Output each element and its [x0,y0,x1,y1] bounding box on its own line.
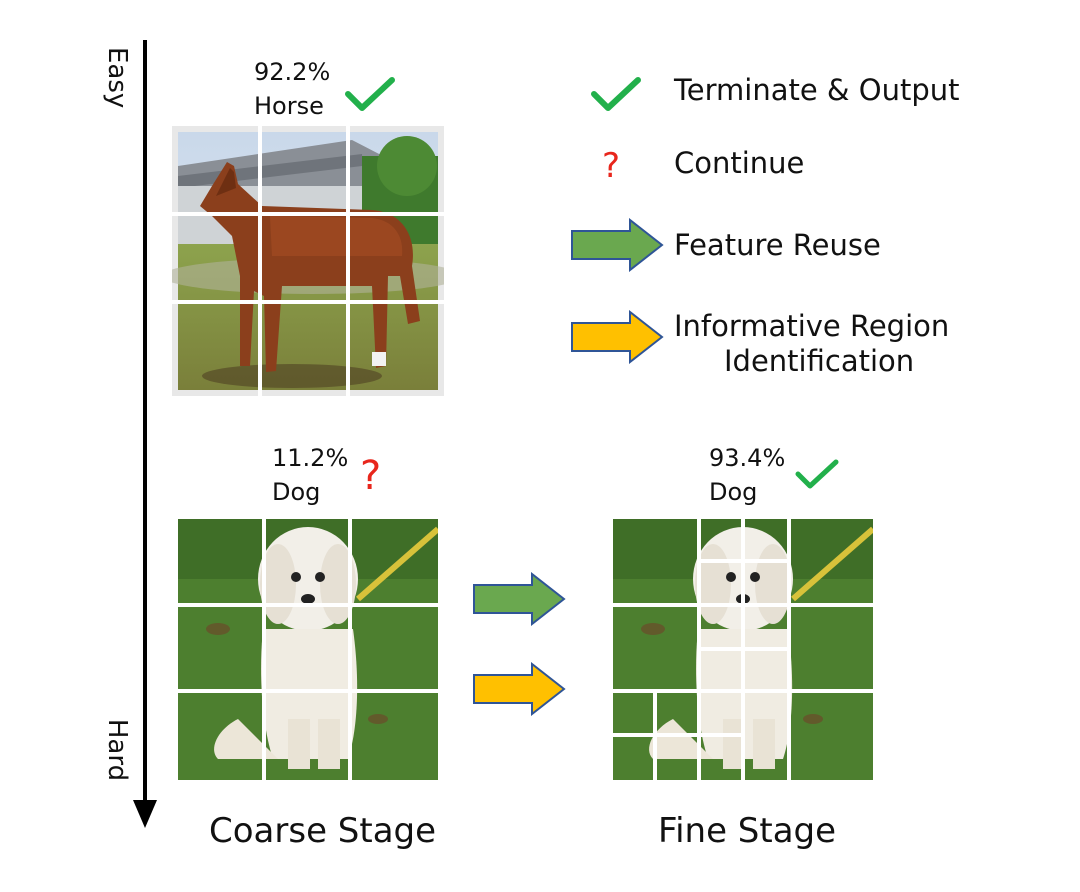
legend-region-label-line2: Identification [724,344,915,378]
axis-hard-label: Hard [102,718,132,782]
question-icon: ? [360,453,382,499]
horse-class-label: Horse [254,92,324,120]
coarse-dog-image [178,519,438,780]
difficulty-axis-arrow [133,40,157,828]
fine-dog-image [613,519,873,780]
check-icon [591,77,641,111]
fine-dog-confidence-percent: 93.4% [709,444,786,472]
horse-confidence-percent: 92.2% [254,58,331,86]
check-icon [795,459,839,489]
green-arrow-icon [571,218,664,272]
check-icon [345,77,395,111]
question-icon: ? [602,146,621,186]
axis-easy-label: Easy [102,47,132,109]
region-identification-arrow [473,662,566,716]
legend-continue-label: Continue [674,146,805,180]
legend-region-label-line1: Informative Region [674,309,950,343]
fine-dog-class-label: Dog [709,478,758,506]
feature-reuse-arrow [473,572,566,626]
fine-stage-label: Fine Stage [658,811,837,851]
yellow-arrow-icon [571,310,664,364]
coarse-dog-confidence-percent: 11.2% [272,444,349,472]
coarse-stage-label: Coarse Stage [209,811,437,851]
legend-feature-reuse-label: Feature Reuse [674,228,881,262]
horse-image [172,126,444,396]
coarse-dog-class-label: Dog [272,478,321,506]
legend-terminate-label: Terminate & Output [674,73,960,107]
